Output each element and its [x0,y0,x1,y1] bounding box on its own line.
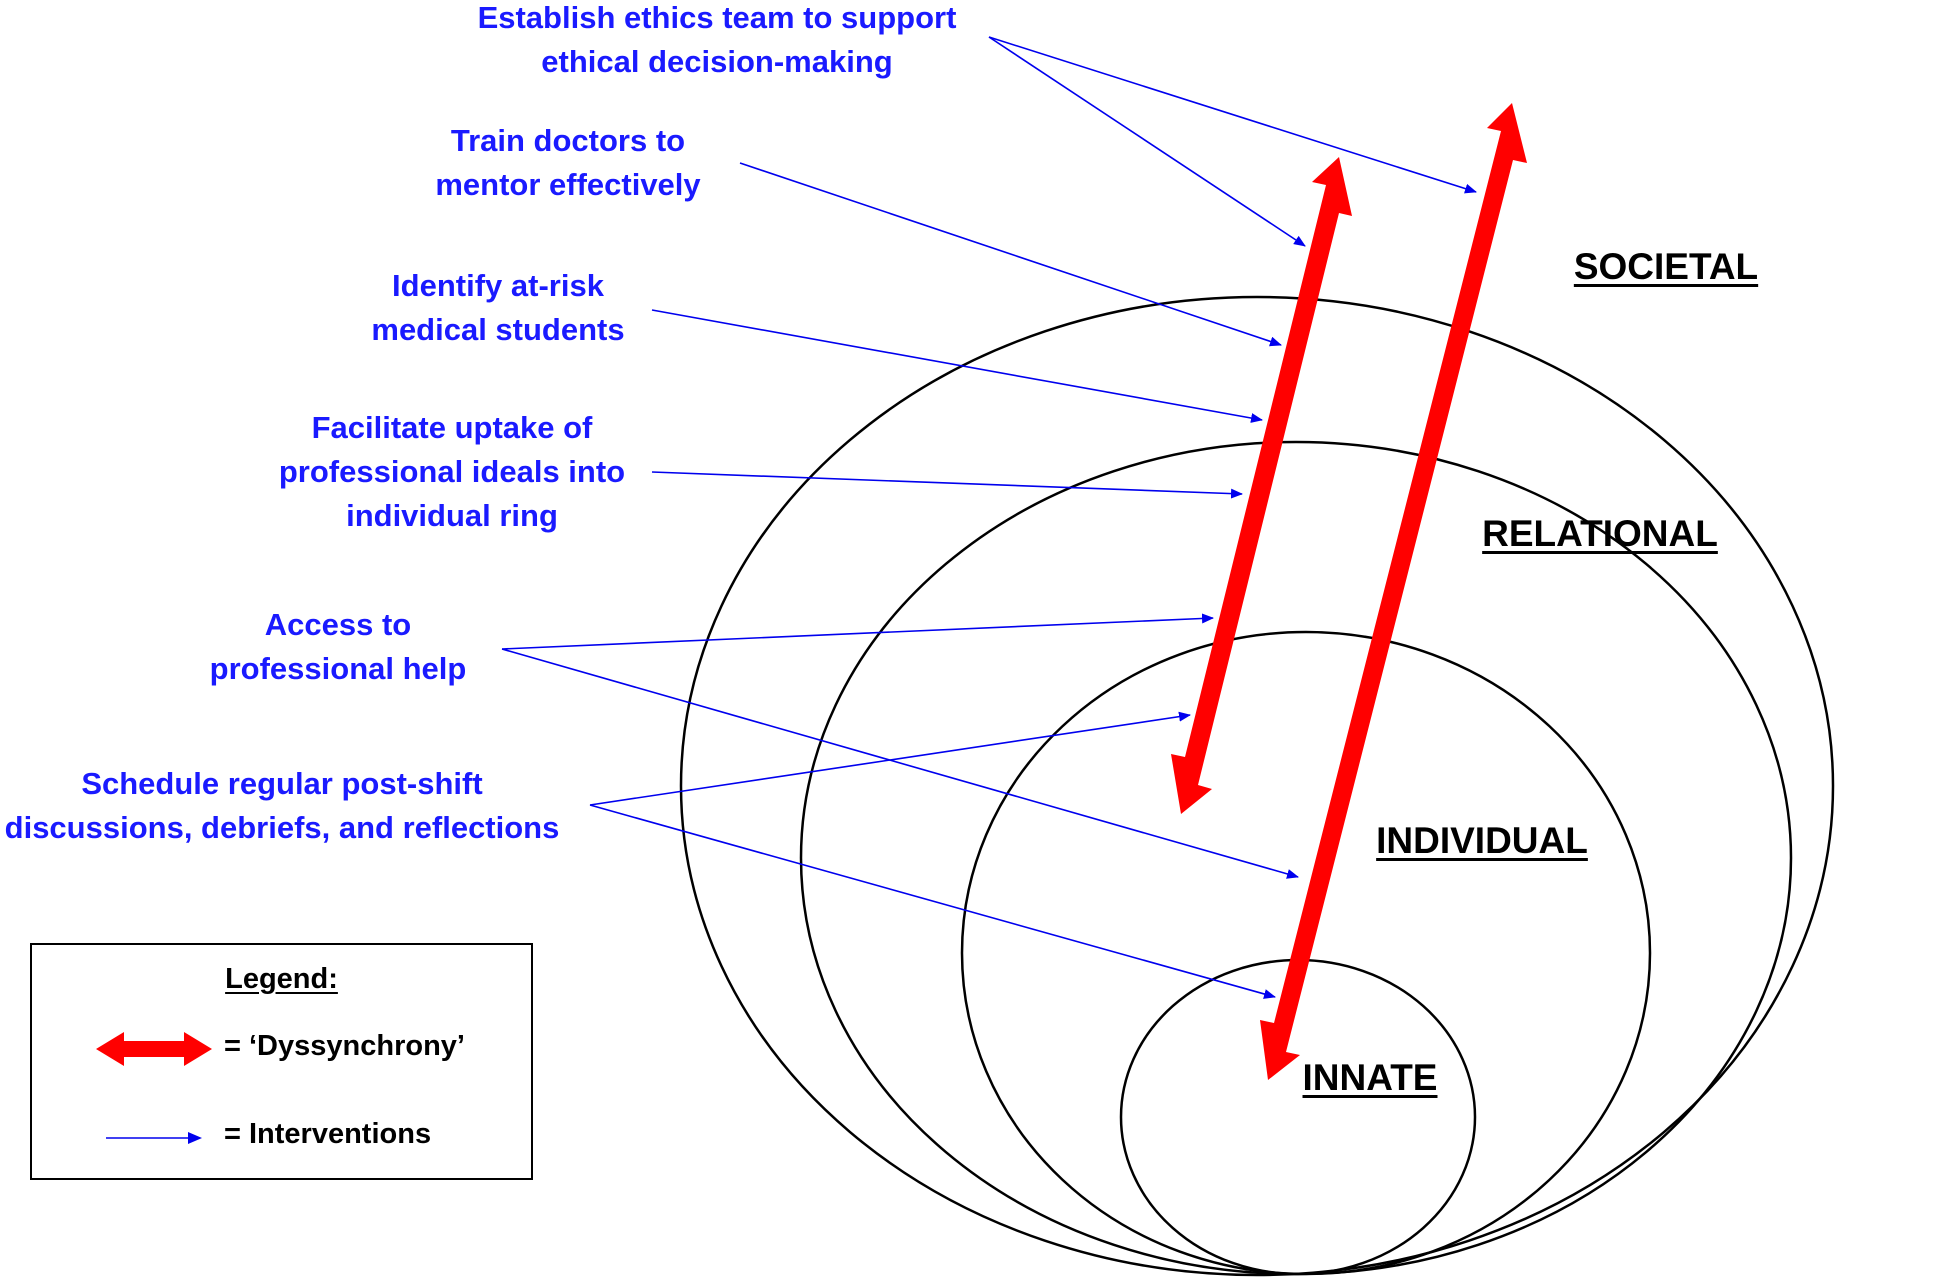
legend-interventions-text: = Interventions [224,1118,432,1150]
identify-students-line-2: medical students [371,312,625,347]
ethics-team-line-2: ethical decision-making [541,44,893,79]
facilitate-uptake-arrow [651,471,1243,499]
innate-ring [1119,958,1477,1276]
dyssynchrony-arrow-short [1171,157,1352,814]
schedule-discussions-arrow-1 [589,711,1191,806]
legend-dyssynchrony-text: = ‘Dyssynchrony’ [224,1030,465,1062]
individual-label: INDIVIDUAL [1376,820,1588,861]
schedule-discussions-line-1: Schedule regular post-shift [81,766,483,801]
access-help-label: Access to professional help [210,603,467,691]
intervention-arrows [501,36,1477,999]
identify-students-line-1: Identify at-risk [392,268,604,303]
ethics-team-label: Establish ethics team to support ethical… [478,0,957,84]
societal-ring [679,295,1835,1277]
dyssynchrony-arrow-long [1260,103,1527,1080]
legend-dyssynchrony-icon [96,1032,212,1066]
train-doctors-label: Train doctors to mentor effectively [435,119,700,207]
innate-label: INNATE [1302,1057,1438,1098]
access-help-arrow-1 [501,613,1214,650]
ethics-team-arrow-2 [988,36,1477,194]
schedule-discussions-label: Schedule regular post-shift discussions,… [5,762,560,850]
train-doctors-line-2: mentor effectively [435,167,701,202]
train-doctors-arrow [739,162,1282,347]
access-help-line-1: Access to [264,607,412,642]
relational-label: RELATIONAL [1482,513,1718,554]
facilitate-uptake-label: Facilitate uptake of professional ideals… [279,406,625,538]
legend-intervention-icon [106,1132,202,1144]
ethics-team-arrow-1 [988,36,1306,247]
ethics-team-line-1: Establish ethics team to support [477,0,957,35]
schedule-discussions-arrow-2 [589,804,1276,999]
facilitate-uptake-line-2: professional ideals into [278,454,626,489]
legend-box: Legend: = ‘Dyssynchrony’ = Interventions [30,943,533,1180]
legend-title: Legend: [225,963,338,995]
societal-label: SOCIETAL [1573,246,1759,287]
identify-students-arrow [651,309,1263,423]
train-doctors-line-1: Train doctors to [450,123,686,158]
access-help-arrow-2 [501,648,1299,879]
facilitate-uptake-line-3: individual ring [346,498,558,533]
identify-students-label: Identify at-risk medical students [371,264,624,352]
access-help-line-2: professional help [209,651,467,686]
schedule-discussions-line-2: discussions, debriefs, and reflections [4,810,560,845]
facilitate-uptake-line-1: Facilitate uptake of [311,410,593,445]
